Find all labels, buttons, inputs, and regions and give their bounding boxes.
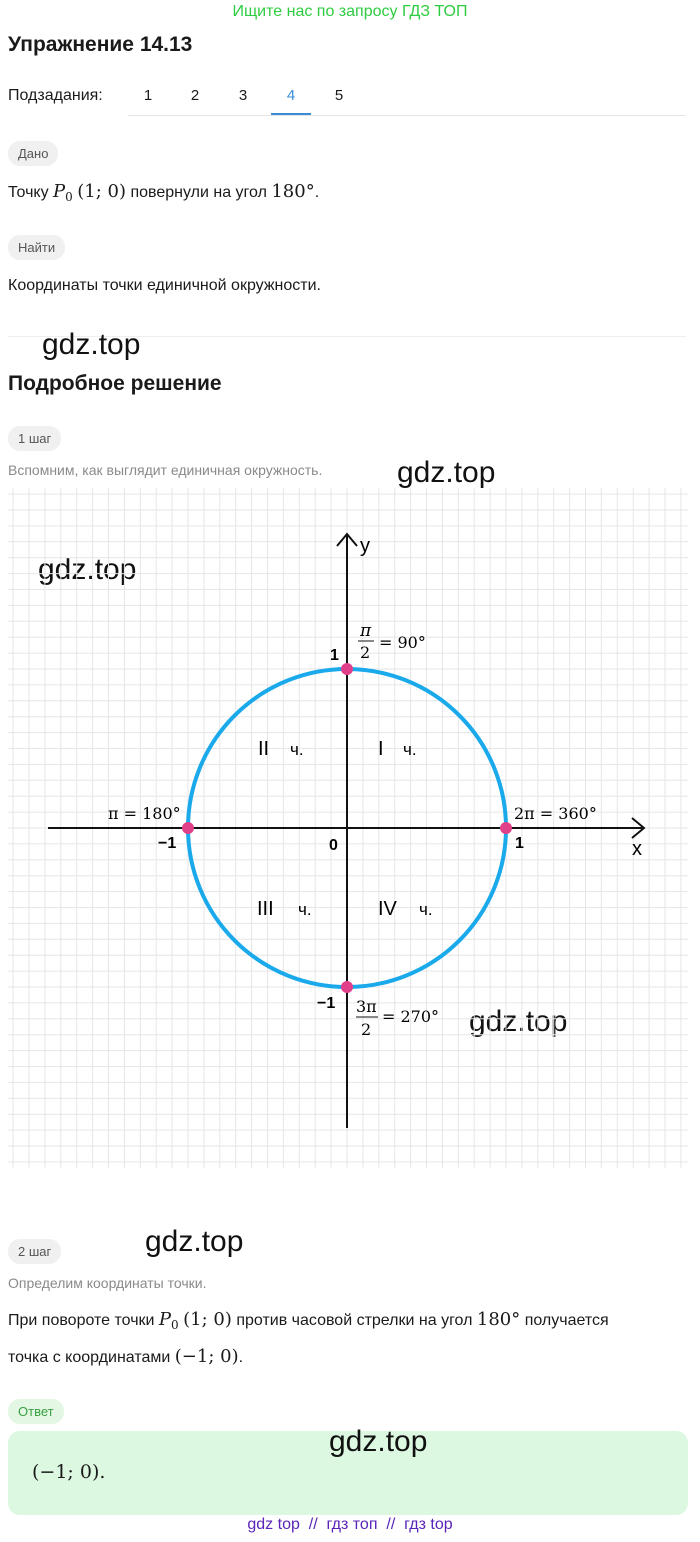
- step2-point-sub: 0: [171, 1318, 179, 1333]
- watermark-4: gdz.top: [469, 1005, 568, 1038]
- point-180: [182, 822, 194, 834]
- step2-line1-mid: против часовой стрелки на угол: [236, 1312, 473, 1329]
- point-270: [341, 981, 353, 993]
- footer-links[interactable]: gdz top // гдз топ // гдз top: [247, 1516, 453, 1533]
- top-banner: Ищите нас по запросу ГДЗ ТОП: [232, 3, 468, 20]
- y-axis-label: y: [360, 535, 370, 557]
- tab-subtask-3[interactable]: 3: [238, 87, 248, 104]
- given-badge: Дано: [8, 141, 59, 166]
- quadrant-2-suffix: ч.: [290, 740, 304, 759]
- x-axis-label: x: [632, 838, 642, 860]
- y-axis-arrow: [336, 532, 358, 547]
- quadrant-1-suffix: ч.: [403, 740, 417, 759]
- given-prefix: Точку: [8, 184, 49, 201]
- point-360: [500, 822, 512, 834]
- label-270-rest: = 270°: [382, 1007, 439, 1026]
- unit-circle-diagram: y x 0 1 −1 1 −1 π 2 = 90° π = 180° 2π = …: [8, 488, 688, 1168]
- tick-neg-y: −1: [317, 995, 335, 1012]
- quadrant-4-suffix: ч.: [419, 900, 433, 919]
- step1-badge: 1 шаг: [8, 426, 62, 451]
- label-90-den: 2: [360, 643, 370, 662]
- watermark-5: gdz.top: [145, 1225, 244, 1258]
- quadrant-3-suffix: ч.: [298, 900, 312, 919]
- active-tab-indicator: [271, 113, 311, 115]
- label-270-den: 2: [361, 1020, 371, 1039]
- given-coords: (1; 0): [77, 181, 127, 202]
- step2-line2-end: .: [238, 1349, 244, 1366]
- solution-title: Подробное решение: [8, 372, 222, 395]
- quadrant-1-numeral: I: [378, 738, 384, 760]
- step2-angle: 180°: [476, 1309, 521, 1330]
- given-point: P: [53, 181, 66, 202]
- page-title: Упражнение 14.13: [8, 33, 193, 56]
- tab-subtask-4[interactable]: 4: [286, 87, 296, 104]
- section-divider: [8, 336, 686, 337]
- step2-badge: 2 шаг: [8, 1239, 62, 1264]
- tabs-divider: [128, 115, 686, 116]
- watermark-2: gdz.top: [397, 456, 496, 489]
- given-point-sub: 0: [65, 190, 73, 205]
- step2-line-1: При повороте точки P0 (1; 0) против часо…: [8, 1309, 609, 1332]
- origin-label: 0: [329, 837, 338, 854]
- tab-subtask-1[interactable]: 1: [143, 87, 153, 104]
- answer-badge: Ответ: [8, 1399, 64, 1424]
- label-180: π = 180°: [108, 804, 181, 823]
- step2-text: Определим координаты точки.: [8, 1275, 207, 1291]
- watermark-3: gdz.top: [38, 553, 137, 586]
- quadrant-2-numeral: II: [258, 738, 269, 760]
- answer-box: [8, 1431, 688, 1515]
- tick-pos-x: 1: [515, 835, 524, 852]
- step2-result-coords: (−1; 0): [174, 1346, 239, 1367]
- given-angle: 180°: [271, 181, 315, 202]
- answer-value: (−1; 0).: [32, 1461, 106, 1483]
- label-90-num: π: [359, 621, 372, 641]
- find-text: Координаты точки единичной окружности.: [8, 277, 321, 294]
- label-90-rest: = 90°: [379, 633, 426, 652]
- step2-line1-end: получается: [524, 1312, 609, 1329]
- step2-line-2: точка с координатами (−1; 0).: [8, 1346, 243, 1367]
- tick-pos-y: 1: [330, 647, 339, 664]
- watermark-6: gdz.top: [329, 1425, 428, 1458]
- quadrant-3-numeral: III: [257, 898, 274, 920]
- label-270-num: 3π: [356, 997, 377, 1016]
- subtasks-label: Подзадания:: [8, 87, 103, 104]
- step1-text: Вспомним, как выглядит единичная окружно…: [8, 462, 323, 478]
- given-text: Точку P0 (1; 0) повернули на угол 180°.: [8, 181, 319, 204]
- point-90: [341, 663, 353, 675]
- quadrant-4-numeral: IV: [378, 898, 398, 920]
- step2-coords: (1; 0): [183, 1309, 232, 1330]
- tick-neg-x: −1: [158, 835, 176, 852]
- step2-line2-prefix: точка с координатами: [8, 1349, 171, 1366]
- find-badge: Найти: [8, 235, 66, 260]
- step2-point: P: [158, 1309, 172, 1330]
- given-mid: повернули на угол: [130, 184, 267, 201]
- tab-subtask-2[interactable]: 2: [190, 87, 200, 104]
- tab-subtask-5[interactable]: 5: [334, 87, 344, 104]
- step2-line1-prefix: При повороте точки: [8, 1312, 155, 1329]
- given-end: .: [314, 184, 320, 201]
- x-axis-arrow: [631, 817, 646, 839]
- label-360: 2π = 360°: [514, 804, 597, 823]
- watermark-1: gdz.top: [42, 328, 141, 361]
